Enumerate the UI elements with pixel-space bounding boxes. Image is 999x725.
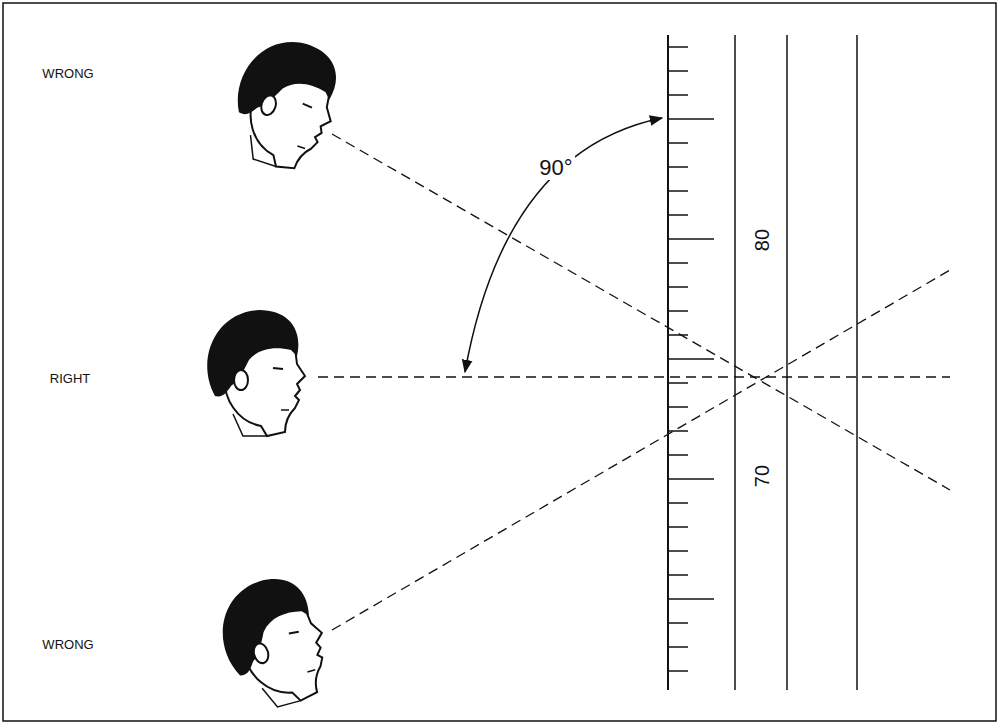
- scale-tick: [668, 502, 688, 504]
- scale-tick: [668, 262, 688, 264]
- scale-tick: [668, 142, 688, 144]
- scale-tick: [668, 622, 688, 624]
- scale-tick: [668, 526, 688, 528]
- wrong-label: WRONG: [40, 67, 95, 81]
- scale-tick: [668, 190, 688, 192]
- scale-tick: [668, 46, 688, 48]
- scale-tick: [668, 454, 688, 456]
- scale-number: 80: [751, 227, 773, 253]
- scale-tick: [668, 286, 688, 288]
- wrong-label: WRONG: [40, 638, 95, 652]
- right-label: RIGHT: [48, 372, 92, 386]
- scale-tick: [668, 94, 688, 96]
- scale-tick: [668, 214, 688, 216]
- scale-tick: [668, 238, 714, 240]
- scale-tick: [668, 358, 714, 360]
- scale-tick: [668, 430, 688, 432]
- scale-tick: [668, 406, 688, 408]
- scale-tick: [668, 598, 714, 600]
- scale-tick: [668, 334, 688, 336]
- scale-tick: [668, 118, 714, 120]
- scale-tick: [668, 646, 688, 648]
- scale-tick: [668, 670, 688, 672]
- scale-tick: [668, 574, 688, 576]
- scale-tick: [668, 478, 714, 480]
- scale-tick: [668, 70, 688, 72]
- scale-tick: [668, 166, 688, 168]
- scale-tick: [668, 550, 688, 552]
- scale-tick: [668, 310, 688, 312]
- angle-label: 90°: [537, 156, 574, 180]
- scale-number: 70: [751, 463, 773, 489]
- scale-tick: [668, 382, 688, 384]
